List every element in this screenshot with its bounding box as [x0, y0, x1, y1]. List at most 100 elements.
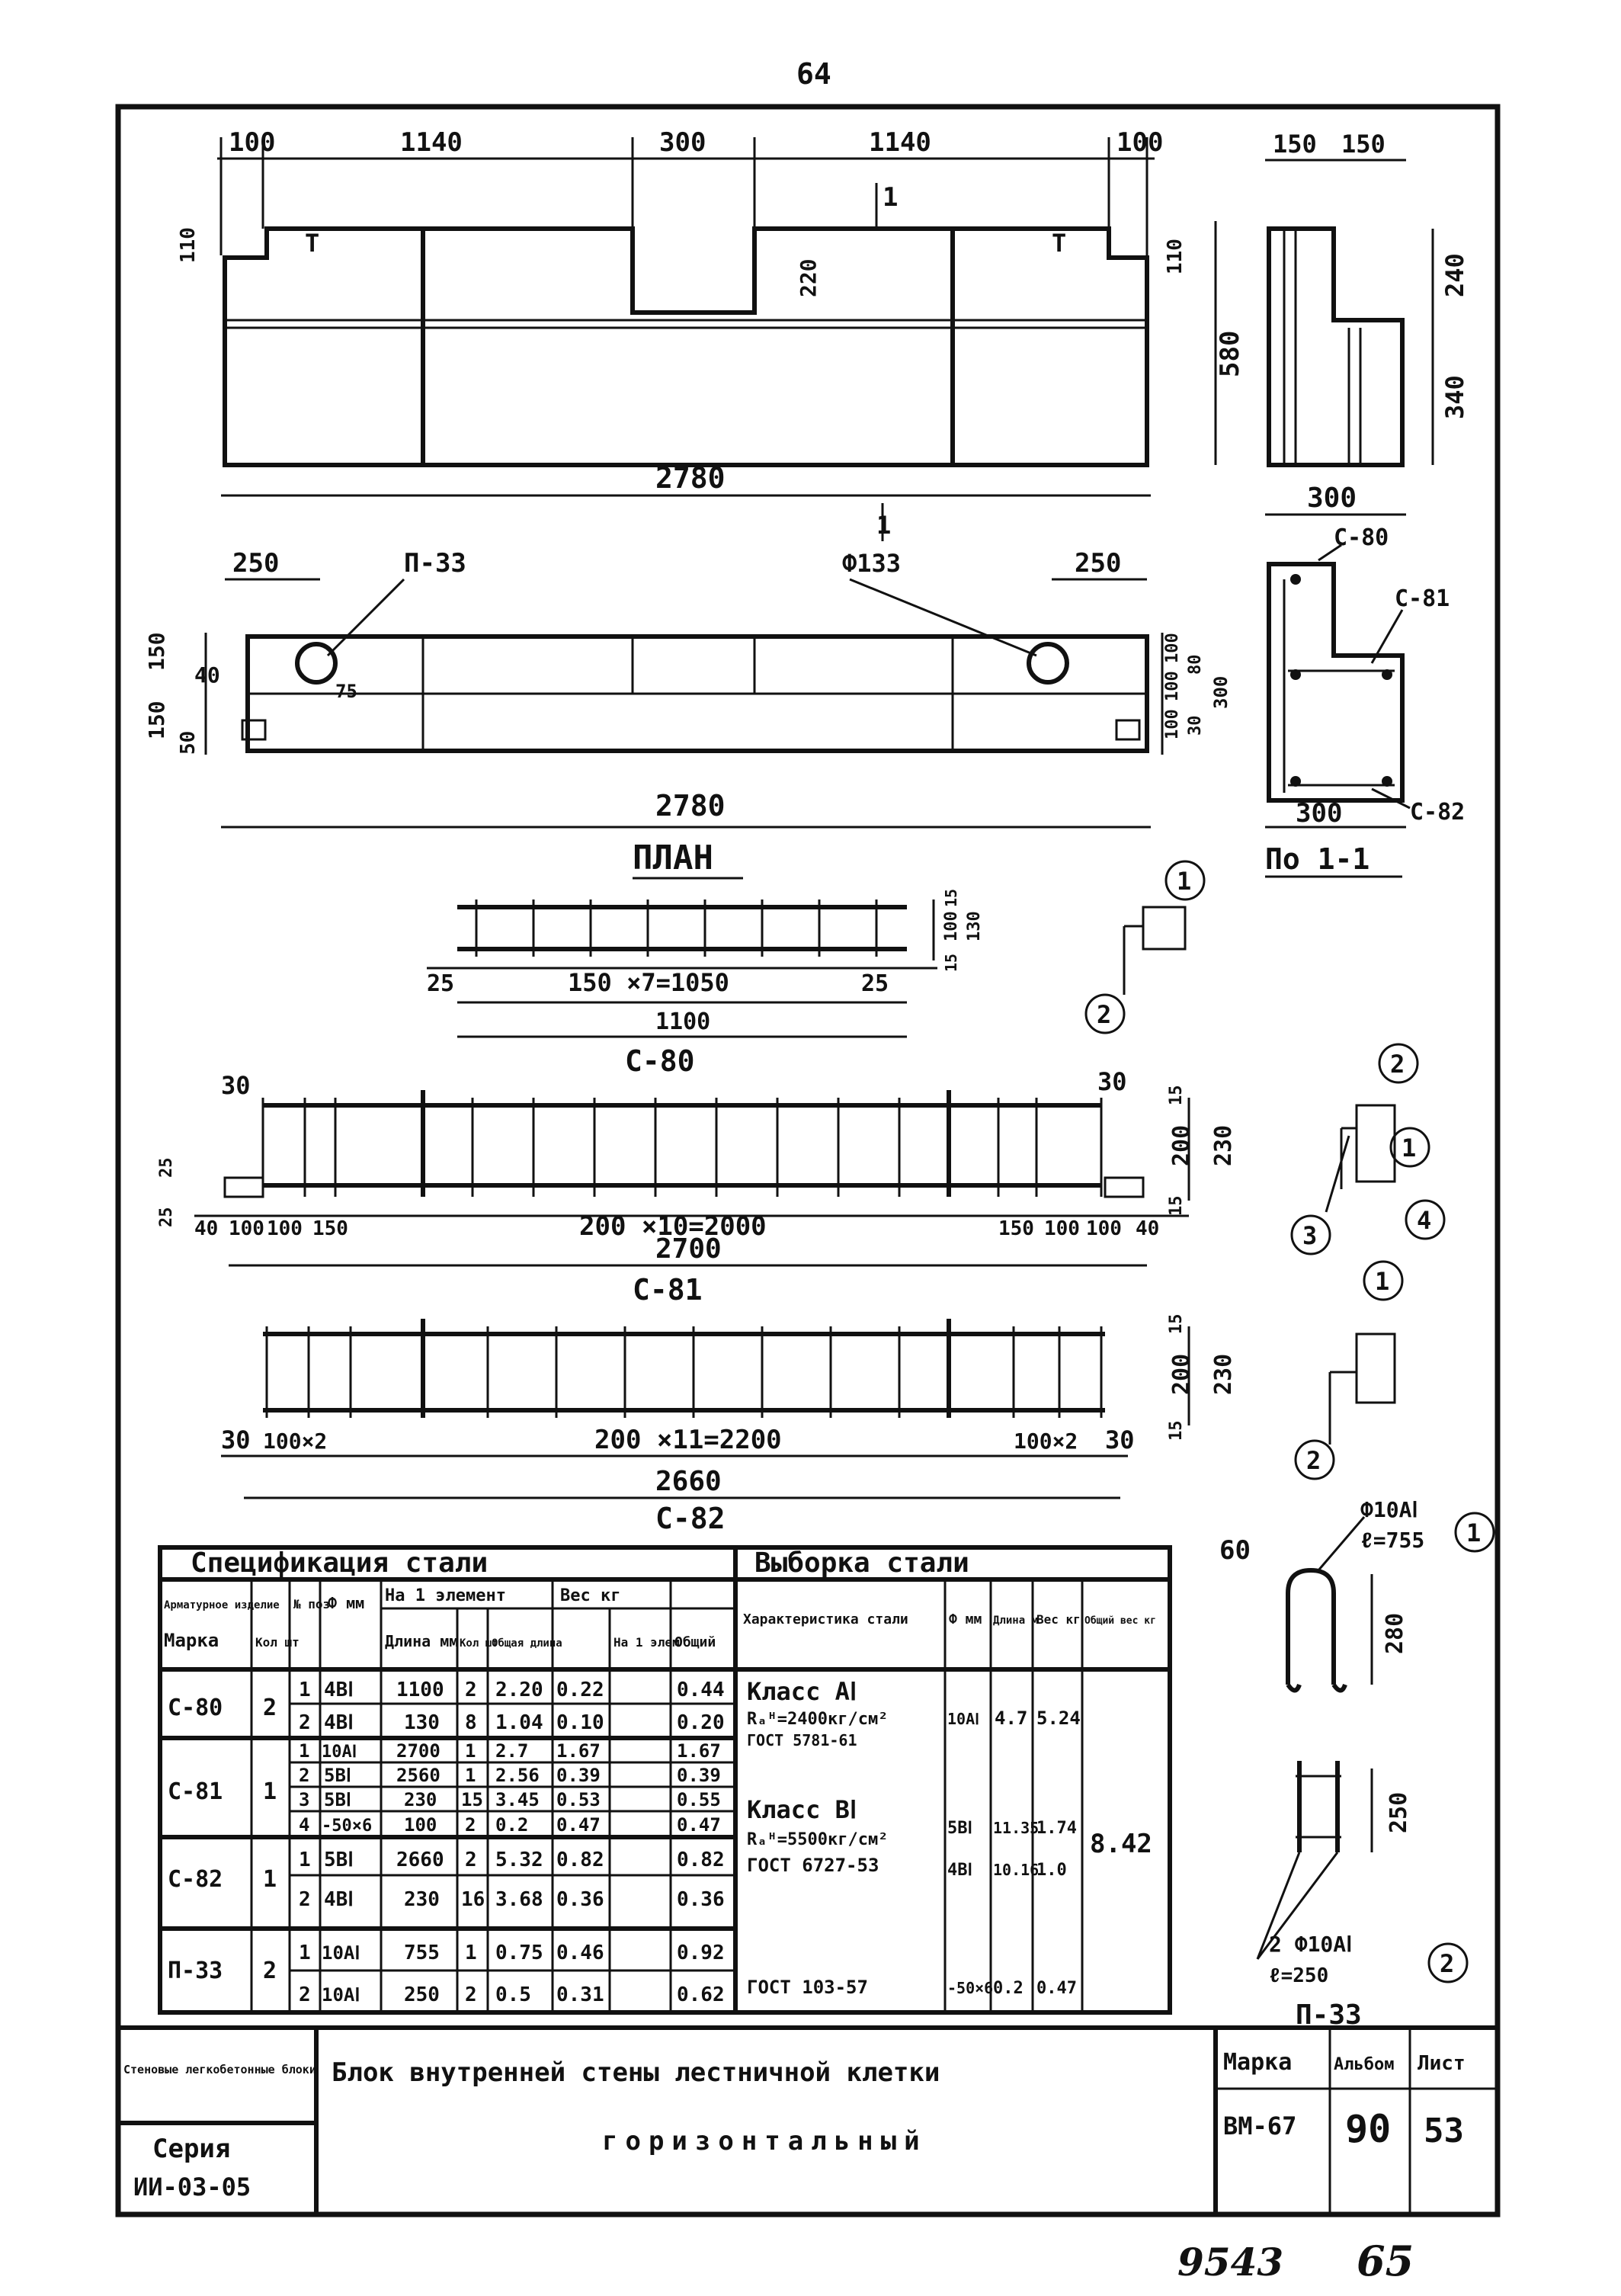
- sel-r2-len: 10.16: [993, 1861, 1039, 1879]
- p33-dim-280: 280: [1382, 1613, 1408, 1654]
- elev-dim-left: 110: [177, 227, 200, 263]
- sheet-frame: [115, 104, 1501, 2217]
- c82-hd-200: 200: [1168, 1354, 1195, 1395]
- spec-r5-w1: 0.47: [556, 1814, 601, 1836]
- spec-r8-qty: 2: [263, 1958, 277, 1984]
- plan-dim-left: 250: [232, 548, 279, 579]
- spec-r5-n: 2: [465, 1814, 476, 1836]
- plan-left-150a: 150: [144, 632, 169, 671]
- sel-h-dia: Ф мм: [949, 1611, 982, 1627]
- c81-rd-150: 150: [998, 1217, 1034, 1240]
- plan-title: ПЛАН: [633, 839, 713, 877]
- section-title: По 1-1: [1265, 842, 1370, 876]
- c82-hd-230: 230: [1210, 1354, 1237, 1395]
- mark-label: Марка: [1223, 2049, 1292, 2076]
- spec-r8-w1: 0.46: [556, 1942, 604, 1964]
- spec-r3-total: 2.56: [495, 1765, 540, 1786]
- handwritten-number-1: 9543: [1177, 2240, 1283, 2285]
- c80-callout-2: 2: [1097, 1000, 1111, 1029]
- c80-label: С-80: [625, 1044, 695, 1078]
- c82-hd-15b: 15: [1167, 1421, 1186, 1441]
- sel-r1-dia: 5ВⅠ: [947, 1819, 972, 1838]
- spec-sh-w1: На 1 элем: [613, 1635, 680, 1650]
- sel-r2-dia: 4ВⅠ: [947, 1861, 972, 1880]
- spec-r8-pos: 1: [299, 1942, 311, 1964]
- spec-h-per: На 1 элемент: [385, 1586, 506, 1605]
- c82-total: 2660: [655, 1466, 722, 1497]
- plan-left-40: 40: [194, 662, 220, 688]
- sec-label-c81: С-81: [1395, 585, 1450, 612]
- spec-r0-dia: 4ВⅠ: [324, 1679, 354, 1701]
- plan-dim-right: 250: [1075, 548, 1121, 579]
- spec-r7-wt: 0.36: [677, 1888, 725, 1911]
- c81-ld-25b: 25: [157, 1207, 176, 1228]
- p33-spec1: Ф10АⅠ: [1360, 1497, 1418, 1522]
- elev-dim-2: 1140: [400, 127, 463, 158]
- plan-right-6: 300: [1210, 676, 1232, 709]
- spec-r6-w1: 0.82: [556, 1849, 604, 1871]
- plan-view: 1 250 250 П-33 Ф133 150 150 40 50 75 100…: [144, 503, 1232, 880]
- elev-height: 580: [1215, 331, 1245, 377]
- handwritten-number-2: 65: [1357, 2237, 1414, 2285]
- spec-r8-wt: 0.92: [677, 1942, 725, 1964]
- c81-rd-30: 30: [1097, 1067, 1127, 1096]
- c81-ld-25a: 25: [157, 1158, 176, 1178]
- spec-r7-w1: 0.36: [556, 1888, 604, 1911]
- spec-r1-pos: 2: [299, 1711, 311, 1734]
- spec-r6-n: 2: [465, 1849, 477, 1871]
- c81-hd-230: 230: [1210, 1125, 1237, 1166]
- plan-right-4: 80: [1186, 655, 1205, 675]
- sec-label-c82: С-82: [1410, 799, 1465, 826]
- c81-callout-1: 1: [1402, 1134, 1416, 1162]
- spec-r6-len: 2660: [396, 1849, 444, 1871]
- spec-sh-n: Кол шт: [460, 1637, 498, 1650]
- spec-r2-pos: 1: [299, 1740, 309, 1762]
- c81-ld-150: 150: [312, 1217, 348, 1240]
- c82-rd-30: 30: [1105, 1425, 1135, 1454]
- sel-r2-w: 1.0: [1036, 1861, 1067, 1880]
- sel-r3-dia: -50×6: [947, 1979, 993, 1997]
- spec-r2-qty: 1: [263, 1778, 277, 1805]
- spec-r4-pos: 3: [299, 1789, 309, 1810]
- spec-r2-len: 2700: [396, 1740, 440, 1762]
- elev-total-length: 2780: [655, 461, 726, 495]
- plan-right-2: 100: [1163, 671, 1182, 701]
- sheet-label: Лист: [1418, 2052, 1466, 2075]
- spec-r9-w1: 0.31: [556, 1983, 604, 2006]
- c81-rd-100a: 100: [1044, 1217, 1080, 1240]
- spec-r5-pos: 4: [299, 1814, 309, 1836]
- spec-r3-dia: 5ВⅠ: [324, 1765, 351, 1786]
- album-label: Альбом: [1334, 2055, 1394, 2074]
- c81-ld-40: 40: [194, 1217, 218, 1240]
- plan-right-3: 100: [1163, 709, 1182, 739]
- spec-r8-len: 755: [404, 1942, 440, 1964]
- svg-text:T: T: [1052, 229, 1066, 258]
- p33-dim-60: 60: [1219, 1535, 1251, 1566]
- spec-r2-w1: 1.67: [556, 1740, 601, 1762]
- spec-r0-total: 2.20: [495, 1679, 543, 1701]
- c81-callout-2: 2: [1390, 1050, 1405, 1079]
- elevation-view: 100 1140 300 1140 100 T T 1 110 220 110 …: [177, 127, 1245, 497]
- series-name: Стеновые легкобетонные блоки: [123, 2063, 316, 2076]
- spec-r3-w1: 0.39: [556, 1765, 601, 1786]
- sel-class2: Класс ВⅠ: [747, 1795, 857, 1824]
- sec-dim-340: 340: [1440, 375, 1469, 419]
- elev-section-mark: 1: [883, 182, 898, 213]
- p33-callout-2: 2: [1440, 1949, 1454, 1978]
- sel-r0-w: 5.24: [1036, 1708, 1081, 1729]
- sel-r1-len: 11.35: [993, 1819, 1039, 1837]
- spec-table-title: Спецификация стали: [191, 1547, 488, 1579]
- spec-r2-dia: 10АⅠ: [322, 1743, 357, 1762]
- spec-r6-pos: 1: [299, 1849, 311, 1871]
- plan-right-5: 30: [1186, 716, 1205, 736]
- spec-r0-wt: 0.44: [677, 1679, 725, 1701]
- plan-section-mark: 1: [876, 511, 891, 540]
- sel-class1: Класс АⅠ: [747, 1677, 857, 1706]
- plan-total-length: 2780: [655, 789, 726, 823]
- spec-h-item: Арматурное изделие: [164, 1599, 280, 1611]
- spec-r6-total: 5.32: [495, 1849, 543, 1871]
- elev-dim-5: 100: [1116, 127, 1163, 158]
- c81-hd-15b: 15: [1167, 1196, 1186, 1217]
- spec-sh-qty: Кол шт: [255, 1635, 300, 1650]
